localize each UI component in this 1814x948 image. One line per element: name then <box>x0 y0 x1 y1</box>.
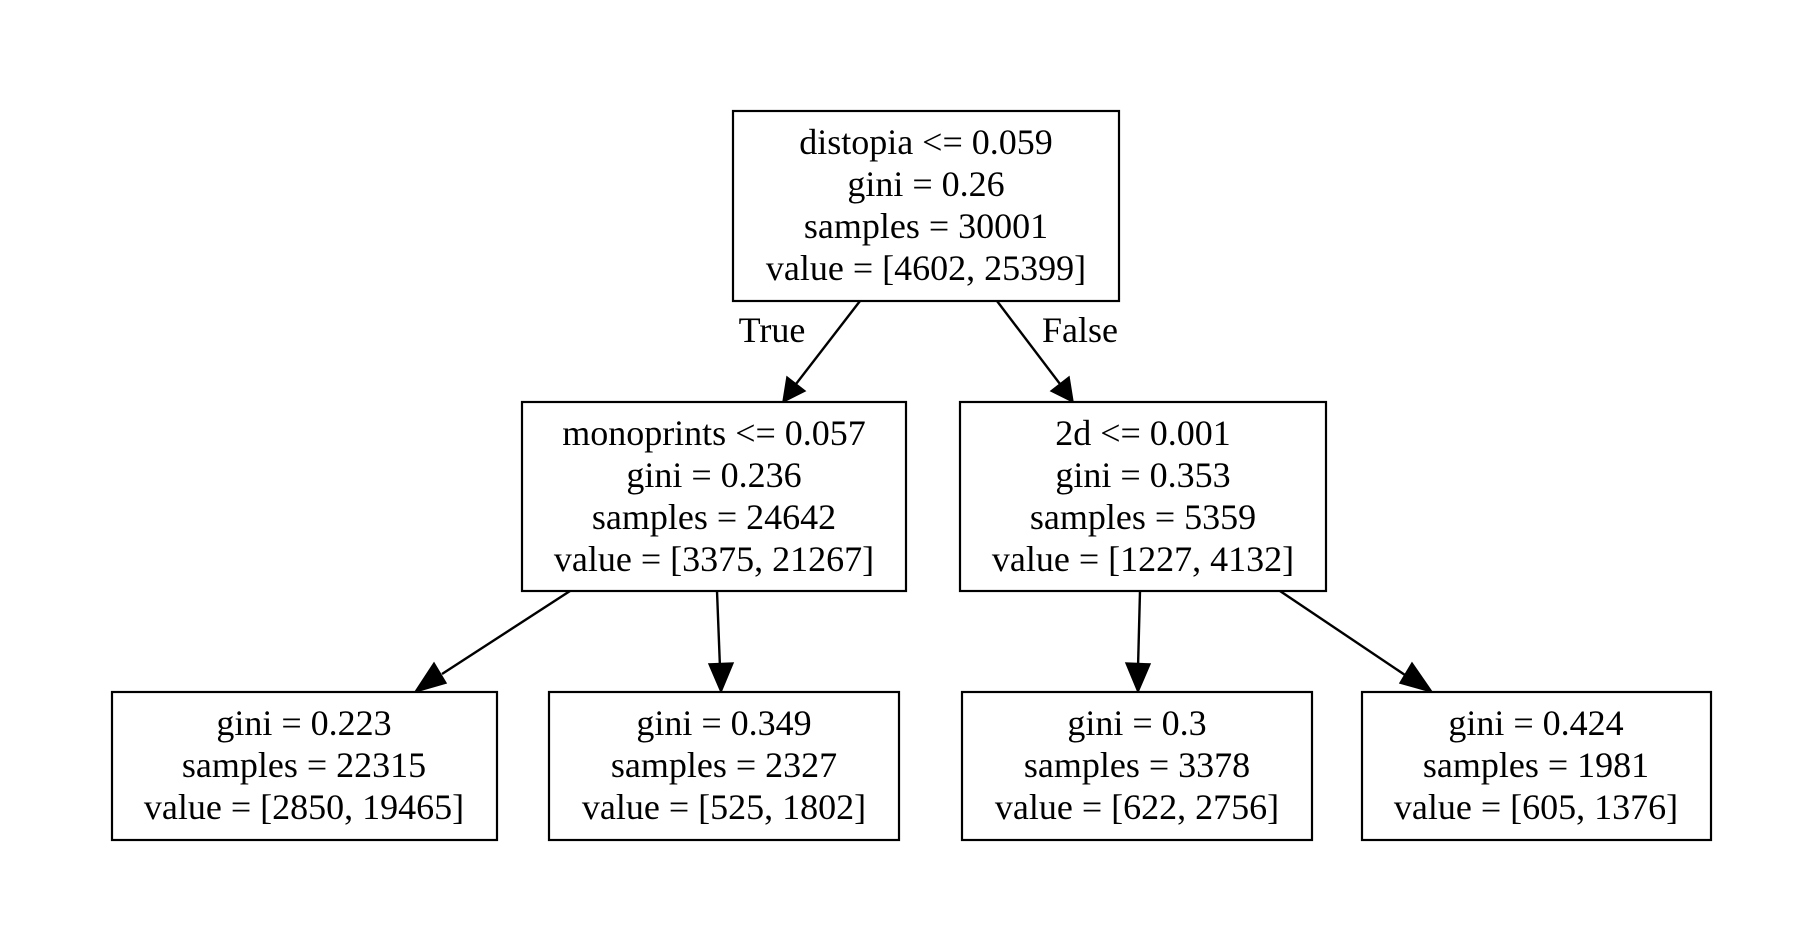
node-value-label: value = [3375, 21267] <box>554 539 874 579</box>
node-samples-label: samples = 30001 <box>804 206 1048 246</box>
node-samples-label: samples = 24642 <box>592 497 836 537</box>
arrowhead-icon <box>1049 375 1074 404</box>
edge-label-false: False <box>1042 310 1118 350</box>
node-value-label: value = [525, 1802] <box>582 787 866 827</box>
edge-node-2-node-6 <box>1279 590 1434 694</box>
node-samples-label: samples = 2327 <box>611 745 837 785</box>
node-gini-label: gini = 0.236 <box>626 455 801 495</box>
node-gini-label: gini = 0.424 <box>1448 703 1623 743</box>
leaf-box <box>960 690 1314 842</box>
tree-leaf-3: gini = 0.3 samples = 3378 value = [622, … <box>960 690 1314 842</box>
node-value-label: value = [4602, 25399] <box>766 248 1086 288</box>
edge-node-2-node-5 <box>1124 590 1152 694</box>
node-gini-label: gini = 0.349 <box>636 703 811 743</box>
node-split-label: distopia <= 0.059 <box>799 122 1053 162</box>
arrowhead-icon <box>782 375 807 404</box>
leaf-box <box>110 690 499 842</box>
edge-node-1-node-3 <box>413 589 571 694</box>
tree-node-right: 2d <= 0.001 gini = 0.353 samples = 5359 … <box>958 400 1328 593</box>
node-box <box>958 400 1328 593</box>
node-box <box>731 109 1121 303</box>
node-samples-label: samples = 1981 <box>1423 745 1649 785</box>
arrowhead-icon <box>1124 662 1152 694</box>
node-split-label: monoprints <= 0.057 <box>562 413 866 453</box>
edge-node-0-node-2 <box>996 300 1074 404</box>
tree-node-left: monoprints <= 0.057 gini = 0.236 samples… <box>520 400 908 593</box>
node-box <box>520 400 908 593</box>
edge-node-0-node-1 <box>782 300 861 404</box>
node-value-label: value = [605, 1376] <box>1394 787 1678 827</box>
tree-leaf-1: gini = 0.223 samples = 22315 value = [28… <box>110 690 499 842</box>
node-value-label: value = [2850, 19465] <box>144 787 464 827</box>
node-samples-label: samples = 3378 <box>1024 745 1250 785</box>
node-split-label: 2d <= 0.001 <box>1055 413 1231 453</box>
tree-leaf-4: gini = 0.424 samples = 1981 value = [605… <box>1360 690 1713 842</box>
node-gini-label: gini = 0.3 <box>1067 703 1206 743</box>
node-value-label: value = [1227, 4132] <box>992 539 1294 579</box>
node-gini-label: gini = 0.26 <box>847 164 1004 204</box>
node-samples-label: samples = 22315 <box>182 745 426 785</box>
tree-node-root: distopia <= 0.059 gini = 0.26 samples = … <box>731 109 1121 303</box>
edge-node-1-node-4 <box>707 590 735 694</box>
node-samples-label: samples = 5359 <box>1030 497 1256 537</box>
arrowhead-icon <box>1398 661 1434 694</box>
edge-label-true: True <box>739 310 806 350</box>
node-gini-label: gini = 0.223 <box>216 703 391 743</box>
leaf-box <box>547 690 901 842</box>
arrowhead-icon <box>413 661 448 694</box>
arrowhead-icon <box>707 662 735 694</box>
tree-leaf-2: gini = 0.349 samples = 2327 value = [525… <box>547 690 901 842</box>
node-value-label: value = [622, 2756] <box>995 787 1279 827</box>
leaf-box <box>1360 690 1713 842</box>
node-gini-label: gini = 0.353 <box>1055 455 1230 495</box>
